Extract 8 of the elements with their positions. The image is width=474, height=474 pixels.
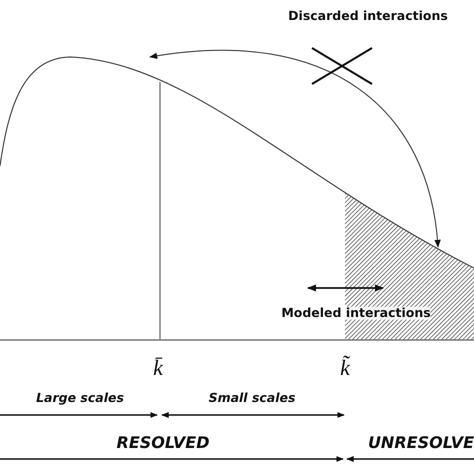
axis-label: k̄: [153, 357, 163, 379]
range-label: Large scales: [36, 392, 124, 404]
range-label: UNRESOLVE: [368, 435, 474, 451]
range-label: RESOLVED: [116, 435, 210, 451]
axis-label: k̃: [340, 357, 350, 379]
range-label: Small scales: [208, 392, 296, 404]
annotation-text: Discarded interactions: [288, 10, 448, 22]
annotation-text: Modeled interactions: [281, 306, 431, 320]
